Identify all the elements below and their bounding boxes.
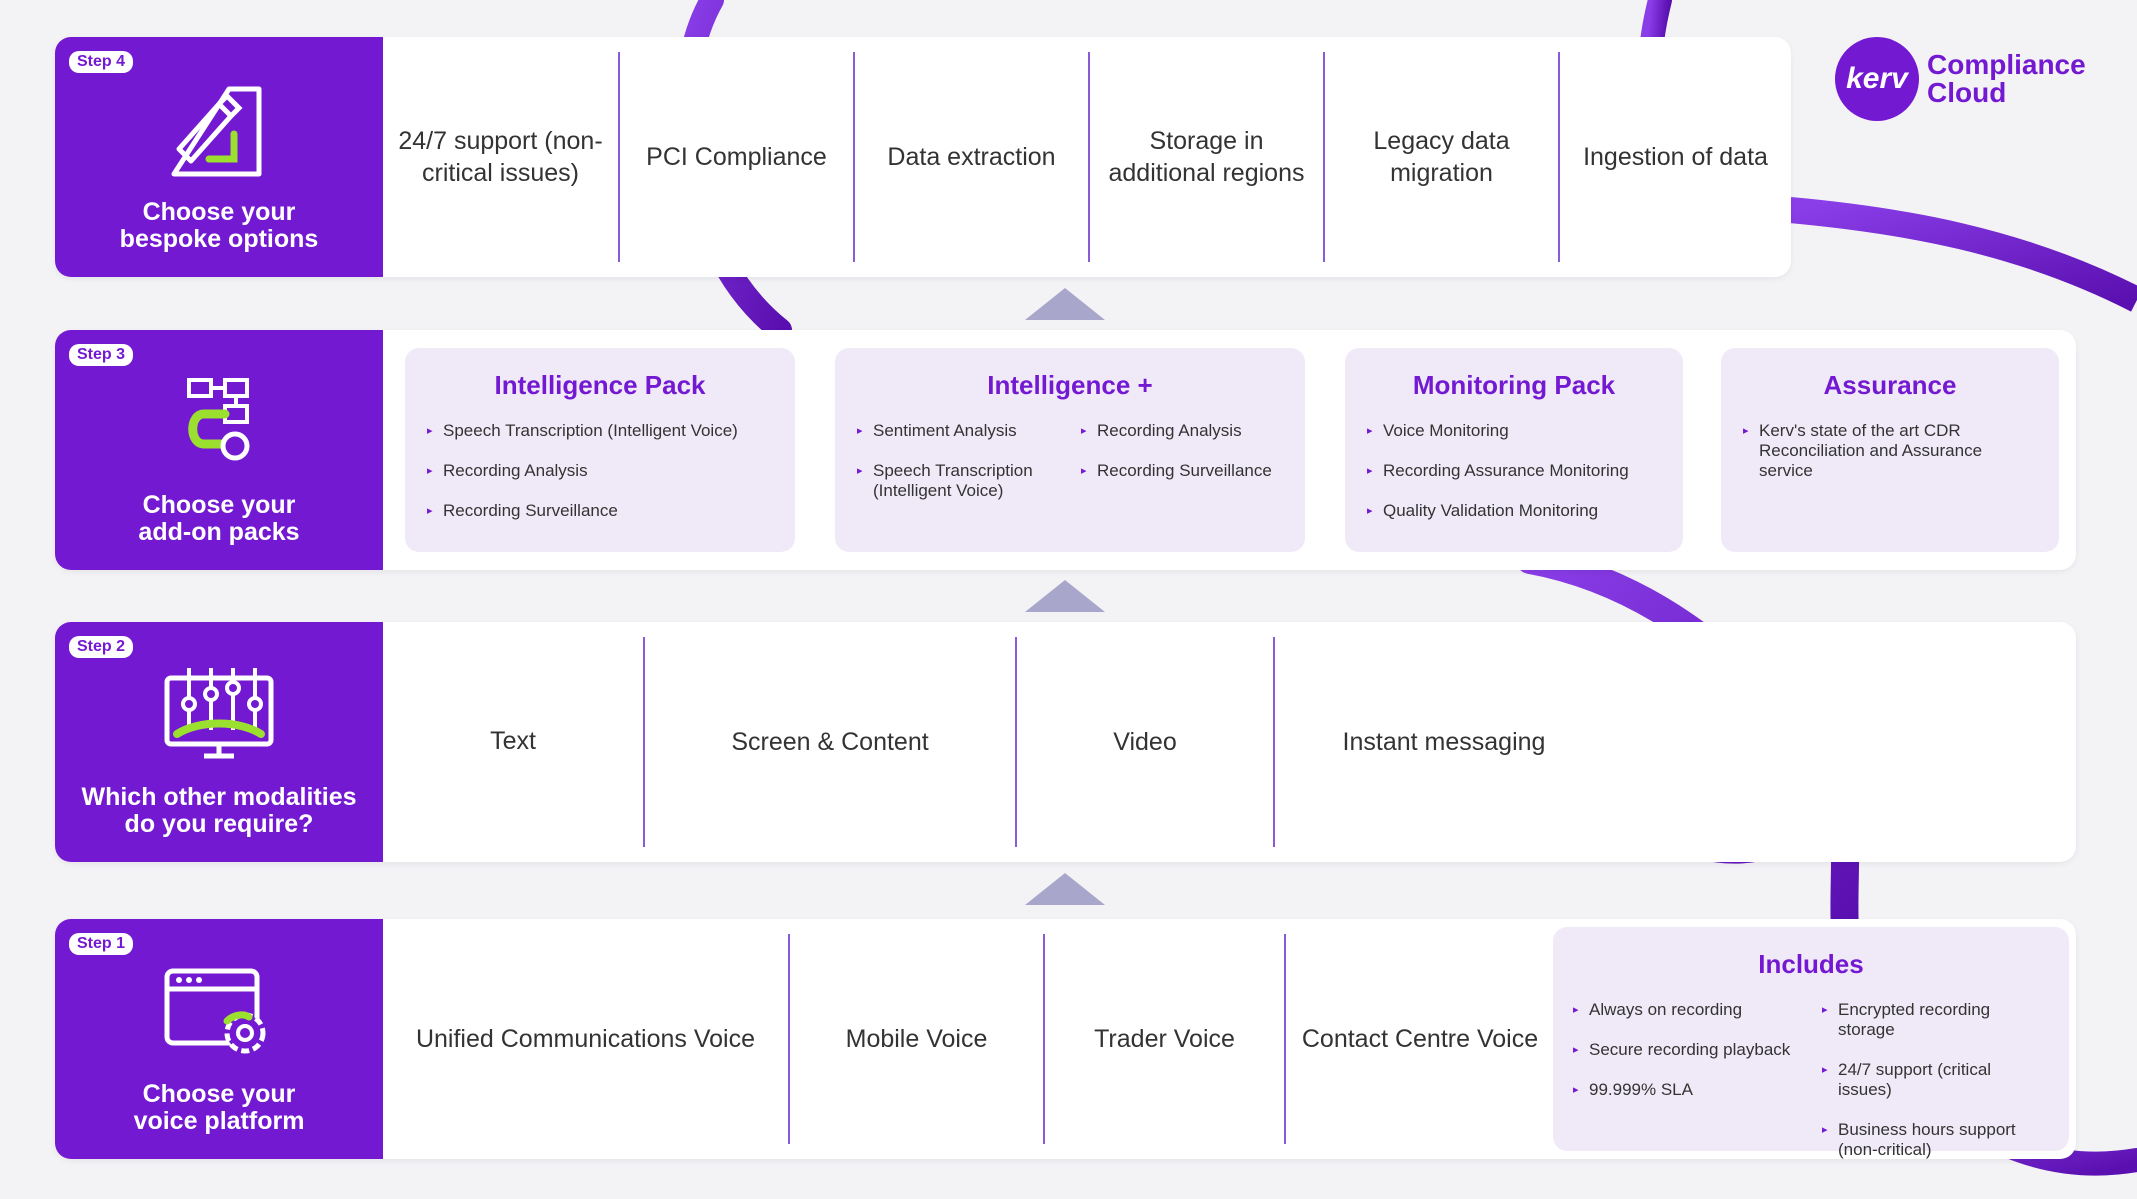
list-item: Recording Analysis — [1081, 421, 1283, 441]
list-item: Kerv's state of the art CDR Reconciliati… — [1743, 421, 2037, 481]
list-item: Recording Assurance Monitoring — [1367, 461, 1661, 481]
list-item: 24/7 support (critical issues) — [1822, 1060, 2049, 1100]
step2-row: Step 2 Which other modalities do you req… — [55, 622, 2076, 862]
step4-row: Step 4 Choose your bespoke options 24/7 … — [55, 37, 1791, 277]
assurance-card[interactable]: Assurance Kerv's state of the art CDR Re… — [1721, 348, 2059, 552]
option-legacy-migration[interactable]: Legacy data migration — [1323, 52, 1558, 262]
step2-title-line2: do you require? — [124, 810, 314, 838]
list-item: Business hours support (non-critical) — [1822, 1120, 2049, 1160]
intelligence-pack-card[interactable]: Intelligence Pack Speech Transcription (… — [405, 348, 795, 552]
step4-panel: Step 4 Choose your bespoke options — [55, 37, 383, 277]
kerv-logo: kerv Compliance Cloud — [1835, 37, 2086, 121]
platform-mobile-voice[interactable]: Mobile Voice — [788, 934, 1043, 1144]
option-247-support[interactable]: 24/7 support (non-critical issues) — [398, 127, 603, 187]
modality-instant-messaging[interactable]: Instant messaging — [1273, 637, 1613, 847]
step4-options: 24/7 support (non-critical issues) PCI C… — [383, 37, 1791, 277]
monitoring-pack-card[interactable]: Monitoring Pack Voice Monitoring Recordi… — [1345, 348, 1683, 552]
step3-packs: Intelligence Pack Speech Transcription (… — [383, 330, 2076, 570]
list-item: Recording Surveillance — [427, 501, 773, 521]
logo-text-line2: Cloud — [1927, 77, 2007, 108]
step2-options: Text Screen & Content Video Instant mess… — [383, 622, 2076, 862]
step4-badge: Step 4 — [69, 51, 134, 73]
list-item: Secure recording playback — [1573, 1040, 1800, 1060]
list-item: Speech Transcription (Intelligent Voice) — [857, 461, 1059, 501]
kerv-logo-mark: kerv — [1835, 37, 1919, 121]
step1-title-line1: Choose your — [142, 1080, 296, 1108]
list-item: Encrypted recording storage — [1822, 1000, 2049, 1040]
step3-panel: Step 3 Choose your add-on packs — [55, 330, 383, 570]
option-storage-regions[interactable]: Storage in additional regions — [1088, 52, 1323, 262]
option-ingestion[interactable]: Ingestion of data — [1558, 52, 1791, 262]
modality-text[interactable]: Text — [490, 727, 536, 755]
step1-title-line2: voice platform — [133, 1107, 305, 1135]
step4-title-line1: Choose your — [142, 198, 296, 226]
platform-trader-voice[interactable]: Trader Voice — [1043, 934, 1284, 1144]
list-item: Recording Analysis — [427, 461, 773, 481]
list-item: Speech Transcription (Intelligent Voice) — [427, 421, 773, 441]
list-item: 99.999% SLA — [1573, 1080, 1800, 1100]
platform-unified-comms[interactable]: Unified Communications Voice — [415, 1025, 756, 1053]
includes-title: Includes — [1758, 949, 1864, 979]
modality-screen-content[interactable]: Screen & Content — [643, 637, 1015, 847]
intelligence-pack-title: Intelligence Pack — [494, 370, 706, 400]
step4-title-line2: bespoke options — [119, 225, 319, 253]
step3-badge: Step 3 — [69, 344, 134, 366]
step1-panel: Step 1 Choose your voice platform — [55, 919, 383, 1159]
modality-video[interactable]: Video — [1015, 637, 1273, 847]
step3-title-line2: add-on packs — [138, 518, 300, 546]
list-item: Always on recording — [1573, 1000, 1800, 1020]
ruler-pencil-icon — [171, 86, 262, 177]
step1-badge: Step 1 — [69, 933, 134, 955]
up-arrow-step2-to-step3 — [1025, 580, 1105, 612]
intelligence-plus-title: Intelligence + — [987, 370, 1153, 400]
logo-text-line1: Compliance — [1927, 49, 2086, 80]
list-item: Sentiment Analysis — [857, 421, 1059, 441]
list-item: Quality Validation Monitoring — [1367, 501, 1661, 521]
step2-panel: Step 2 Which other modalities do you req… — [55, 622, 383, 862]
option-data-extraction[interactable]: Data extraction — [853, 52, 1088, 262]
list-item: Recording Surveillance — [1081, 461, 1283, 481]
step1-row: Step 1 Choose your voice platform Unifie… — [55, 919, 2076, 1159]
option-pci-compliance[interactable]: PCI Compliance — [618, 52, 853, 262]
assurance-title: Assurance — [1823, 370, 1957, 400]
workflow-icon — [187, 378, 250, 461]
monitoring-pack-title: Monitoring Pack — [1412, 370, 1616, 400]
up-arrow-step1-to-step2 — [1025, 873, 1105, 905]
up-arrow-step3-to-step4 — [1025, 288, 1105, 320]
step2-title-line1: Which other modalities — [81, 783, 357, 811]
step1-options: Unified Communications Voice Mobile Voic… — [383, 919, 2076, 1159]
includes-card: Includes Always on recording Secure reco… — [1553, 927, 2069, 1159]
list-item: Voice Monitoring — [1367, 421, 1661, 441]
step3-title-line1: Choose your — [142, 491, 296, 519]
browser-gear-icon — [164, 968, 266, 1054]
intelligence-plus-card[interactable]: Intelligence + Sentiment Analysis Speech… — [835, 348, 1305, 552]
platform-contact-centre[interactable]: Contact Centre Voice — [1284, 934, 1554, 1144]
monitor-sliders-icon — [164, 668, 274, 759]
step2-badge: Step 2 — [69, 636, 134, 658]
step3-row: Step 3 Choose your add-on packs Intellig… — [55, 330, 2076, 570]
